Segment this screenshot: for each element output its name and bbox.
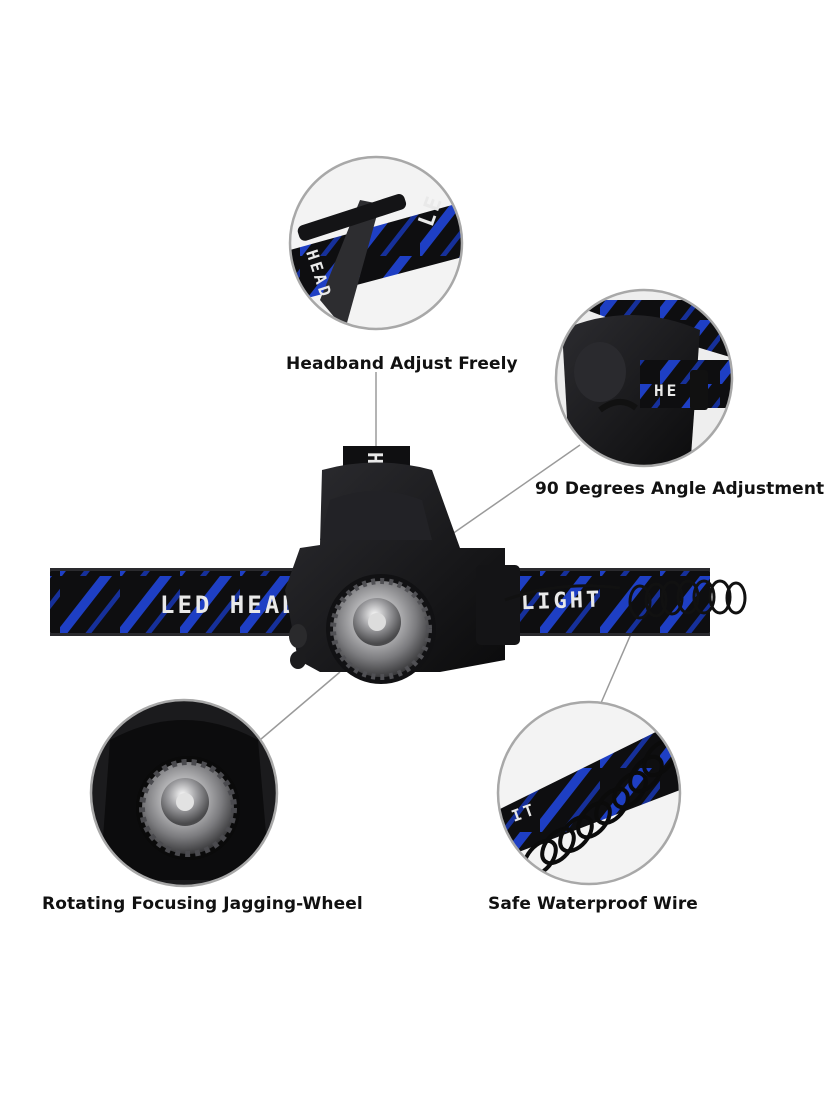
detail-circle-headband: LE HEAD — [288, 155, 464, 331]
headlamp-main: LED HEAD HEADLIGHT HE — [50, 446, 747, 684]
callout-headband-label: Headband Adjust Freely — [286, 354, 518, 374]
detail-circle-angle: HE — [554, 288, 734, 468]
callout-angle-label: 90 Degrees Angle Adjustment — [535, 479, 824, 499]
callout-wheel-label: Rotating Focusing Jagging-Wheel — [42, 894, 363, 914]
product-scene: LED HEAD HEADLIGHT HE — [50, 155, 747, 888]
callout-wire-label: Safe Waterproof Wire — [488, 894, 698, 914]
leader-line-angle — [431, 444, 581, 549]
detail-circle-wheel — [89, 698, 279, 888]
leader-line-wheel — [253, 671, 341, 746]
strap-print-left: LED HEAD — [160, 591, 300, 619]
svg-text:HE: HE — [654, 381, 679, 400]
coiled-wire — [504, 579, 747, 620]
detail-circle-wire: IT — [496, 700, 682, 886]
